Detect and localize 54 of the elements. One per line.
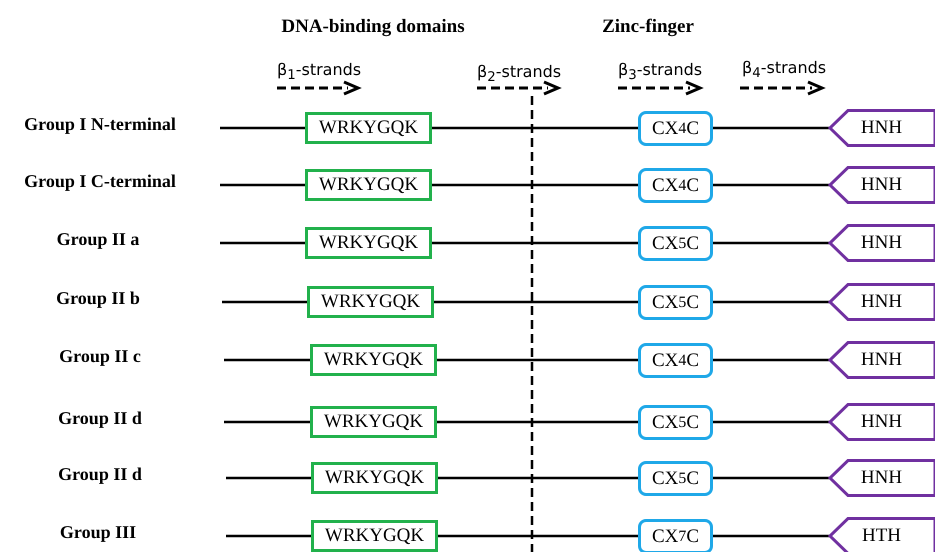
group-name: Group I C-terminal	[24, 171, 176, 192]
domain-shape: HTH	[828, 517, 935, 552]
motif-box: WRKYGQK	[311, 520, 438, 552]
connector-line	[713, 126, 830, 130]
strand-label: β$_{2}$-strands	[477, 62, 562, 86]
connector-line	[226, 534, 311, 538]
connector-line	[437, 420, 638, 424]
domain-shape: HNH	[828, 283, 935, 321]
group-name: Group II a	[56, 229, 140, 250]
group-name: Group II d	[58, 464, 142, 485]
connector-line	[434, 300, 638, 304]
connector-line	[226, 476, 311, 480]
section-heading: Zinc-finger	[602, 16, 694, 38]
connector-line	[224, 420, 310, 424]
connector-line	[220, 126, 305, 130]
connector-line	[432, 126, 638, 130]
motif-box: WRKYGQK	[311, 462, 438, 494]
connector-line	[438, 476, 638, 480]
connector-line	[713, 476, 830, 480]
group-name: Group II c	[59, 346, 141, 367]
domain-shape: HNH	[828, 459, 935, 497]
section-heading: DNA-binding domains	[281, 16, 465, 38]
connector-line	[432, 184, 638, 186]
connector-line	[222, 300, 307, 304]
connector-line	[713, 420, 830, 424]
group-name: Group II d	[58, 408, 142, 429]
connector-line	[437, 358, 638, 362]
domain-shape: HNH	[828, 341, 935, 379]
connector-line	[713, 184, 830, 186]
domain-shape: HNH	[828, 109, 935, 147]
connector-line	[224, 358, 310, 362]
connector-line	[713, 358, 830, 362]
strand-label: β$_{1}$-strands	[277, 60, 362, 84]
connector-line	[713, 534, 830, 538]
group-name: Group III	[60, 522, 136, 543]
motif-box: WRKYGQK	[305, 169, 432, 201]
connector-line	[438, 534, 638, 538]
domain-shape: HNH	[828, 403, 935, 441]
connector-line	[713, 300, 830, 304]
connector-line	[220, 184, 305, 186]
motif-box: WRKYGQK	[307, 286, 434, 318]
connector-line	[432, 242, 638, 244]
group-name: Group I N-terminal	[24, 114, 176, 135]
connector-line	[713, 242, 830, 244]
motif-box: WRKYGQK	[310, 406, 437, 438]
motif-box: WRKYGQK	[305, 112, 432, 144]
strand-label: β$_{3}$-strands	[618, 60, 702, 84]
motif-box: WRKYGQK	[305, 227, 432, 259]
strand-label: β$_{4}$-strands	[742, 58, 826, 82]
domain-shape: HNH	[828, 166, 935, 204]
domain-shape: HNH	[828, 224, 935, 262]
group-name: Group II b	[56, 288, 140, 309]
motif-box: WRKYGQK	[310, 344, 437, 376]
connector-line	[220, 242, 305, 244]
